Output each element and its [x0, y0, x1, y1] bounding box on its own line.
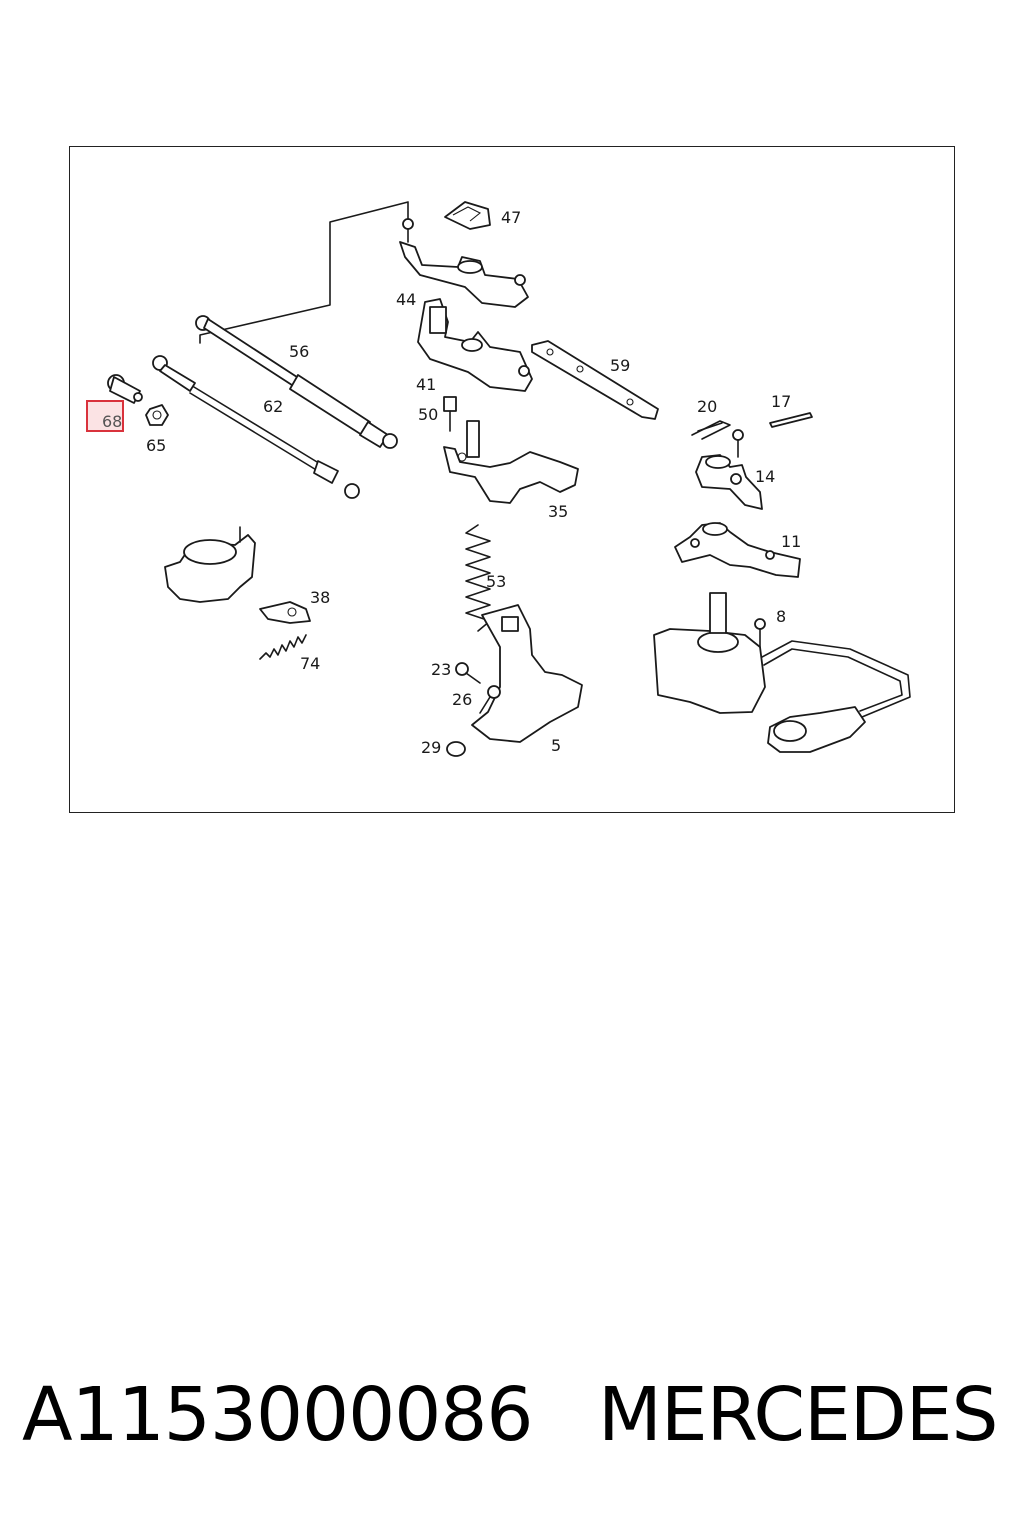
- callout-11[interactable]: 11: [781, 532, 801, 551]
- callout-38[interactable]: 38: [310, 588, 330, 607]
- callout-8[interactable]: 8: [776, 607, 786, 626]
- part-17-pin: [769, 412, 813, 428]
- callout-59[interactable]: 59: [610, 356, 630, 375]
- brand-caption: MERCEDES: [598, 1372, 998, 1458]
- part-53-spring: [465, 524, 491, 632]
- callout-62[interactable]: 62: [263, 397, 283, 416]
- callout-17[interactable]: 17: [771, 392, 791, 411]
- part-38-plate: [259, 601, 311, 624]
- part-65-nut: [145, 404, 169, 426]
- callout-56[interactable]: 56: [289, 342, 309, 361]
- callout-5[interactable]: 5: [551, 736, 561, 755]
- part-44-lever: [399, 218, 529, 308]
- exploded-parts-diagram: 47 44 56 62 68 65 41 50 59 20 17 14 35 1…: [86, 201, 911, 757]
- callout-50[interactable]: 50: [418, 405, 438, 424]
- part-11-lever: [674, 522, 801, 578]
- part-59-strip: [531, 340, 659, 420]
- part-5-bracket: [471, 604, 583, 743]
- callout-26[interactable]: 26: [452, 690, 472, 709]
- part-50-screw: [443, 396, 457, 432]
- callout-14[interactable]: 14: [755, 467, 775, 486]
- part-74-spring: [259, 634, 307, 660]
- assembly-bracket-line: [199, 201, 409, 344]
- part-number-caption: A1153000086: [22, 1372, 533, 1458]
- shift-housing-part: [164, 526, 256, 603]
- part-62-rod: [152, 355, 360, 499]
- part-29-bushing: [446, 741, 466, 757]
- callout-53[interactable]: 53: [486, 572, 506, 591]
- part-26-bolt: [479, 685, 501, 714]
- part-23-bolt: [455, 662, 481, 684]
- callout-29[interactable]: 29: [421, 738, 441, 757]
- part-8-actuator: [653, 592, 911, 753]
- callout-23[interactable]: 23: [431, 660, 451, 679]
- callout-47[interactable]: 47: [501, 208, 521, 227]
- callout-35[interactable]: 35: [548, 502, 568, 521]
- callout-20[interactable]: 20: [697, 397, 717, 416]
- callout-41[interactable]: 41: [416, 375, 436, 394]
- parts-diagram-frame: 47 44 56 62 68 65 41 50 59 20 17 14 35 1…: [69, 146, 955, 813]
- part-68-joint: [107, 374, 143, 404]
- part-41-lever: [417, 298, 533, 392]
- highlight-box-68: [86, 400, 124, 432]
- part-35-lever: [443, 420, 579, 504]
- callout-74[interactable]: 74: [300, 654, 320, 673]
- callout-68[interactable]: 68: [102, 412, 122, 431]
- part-56-rod: [195, 315, 398, 449]
- part-47-clip: [444, 201, 491, 230]
- callout-65[interactable]: 65: [146, 436, 166, 455]
- callout-44[interactable]: 44: [396, 290, 416, 309]
- part-20-clip: [691, 420, 731, 440]
- part-14-lever: [695, 429, 763, 510]
